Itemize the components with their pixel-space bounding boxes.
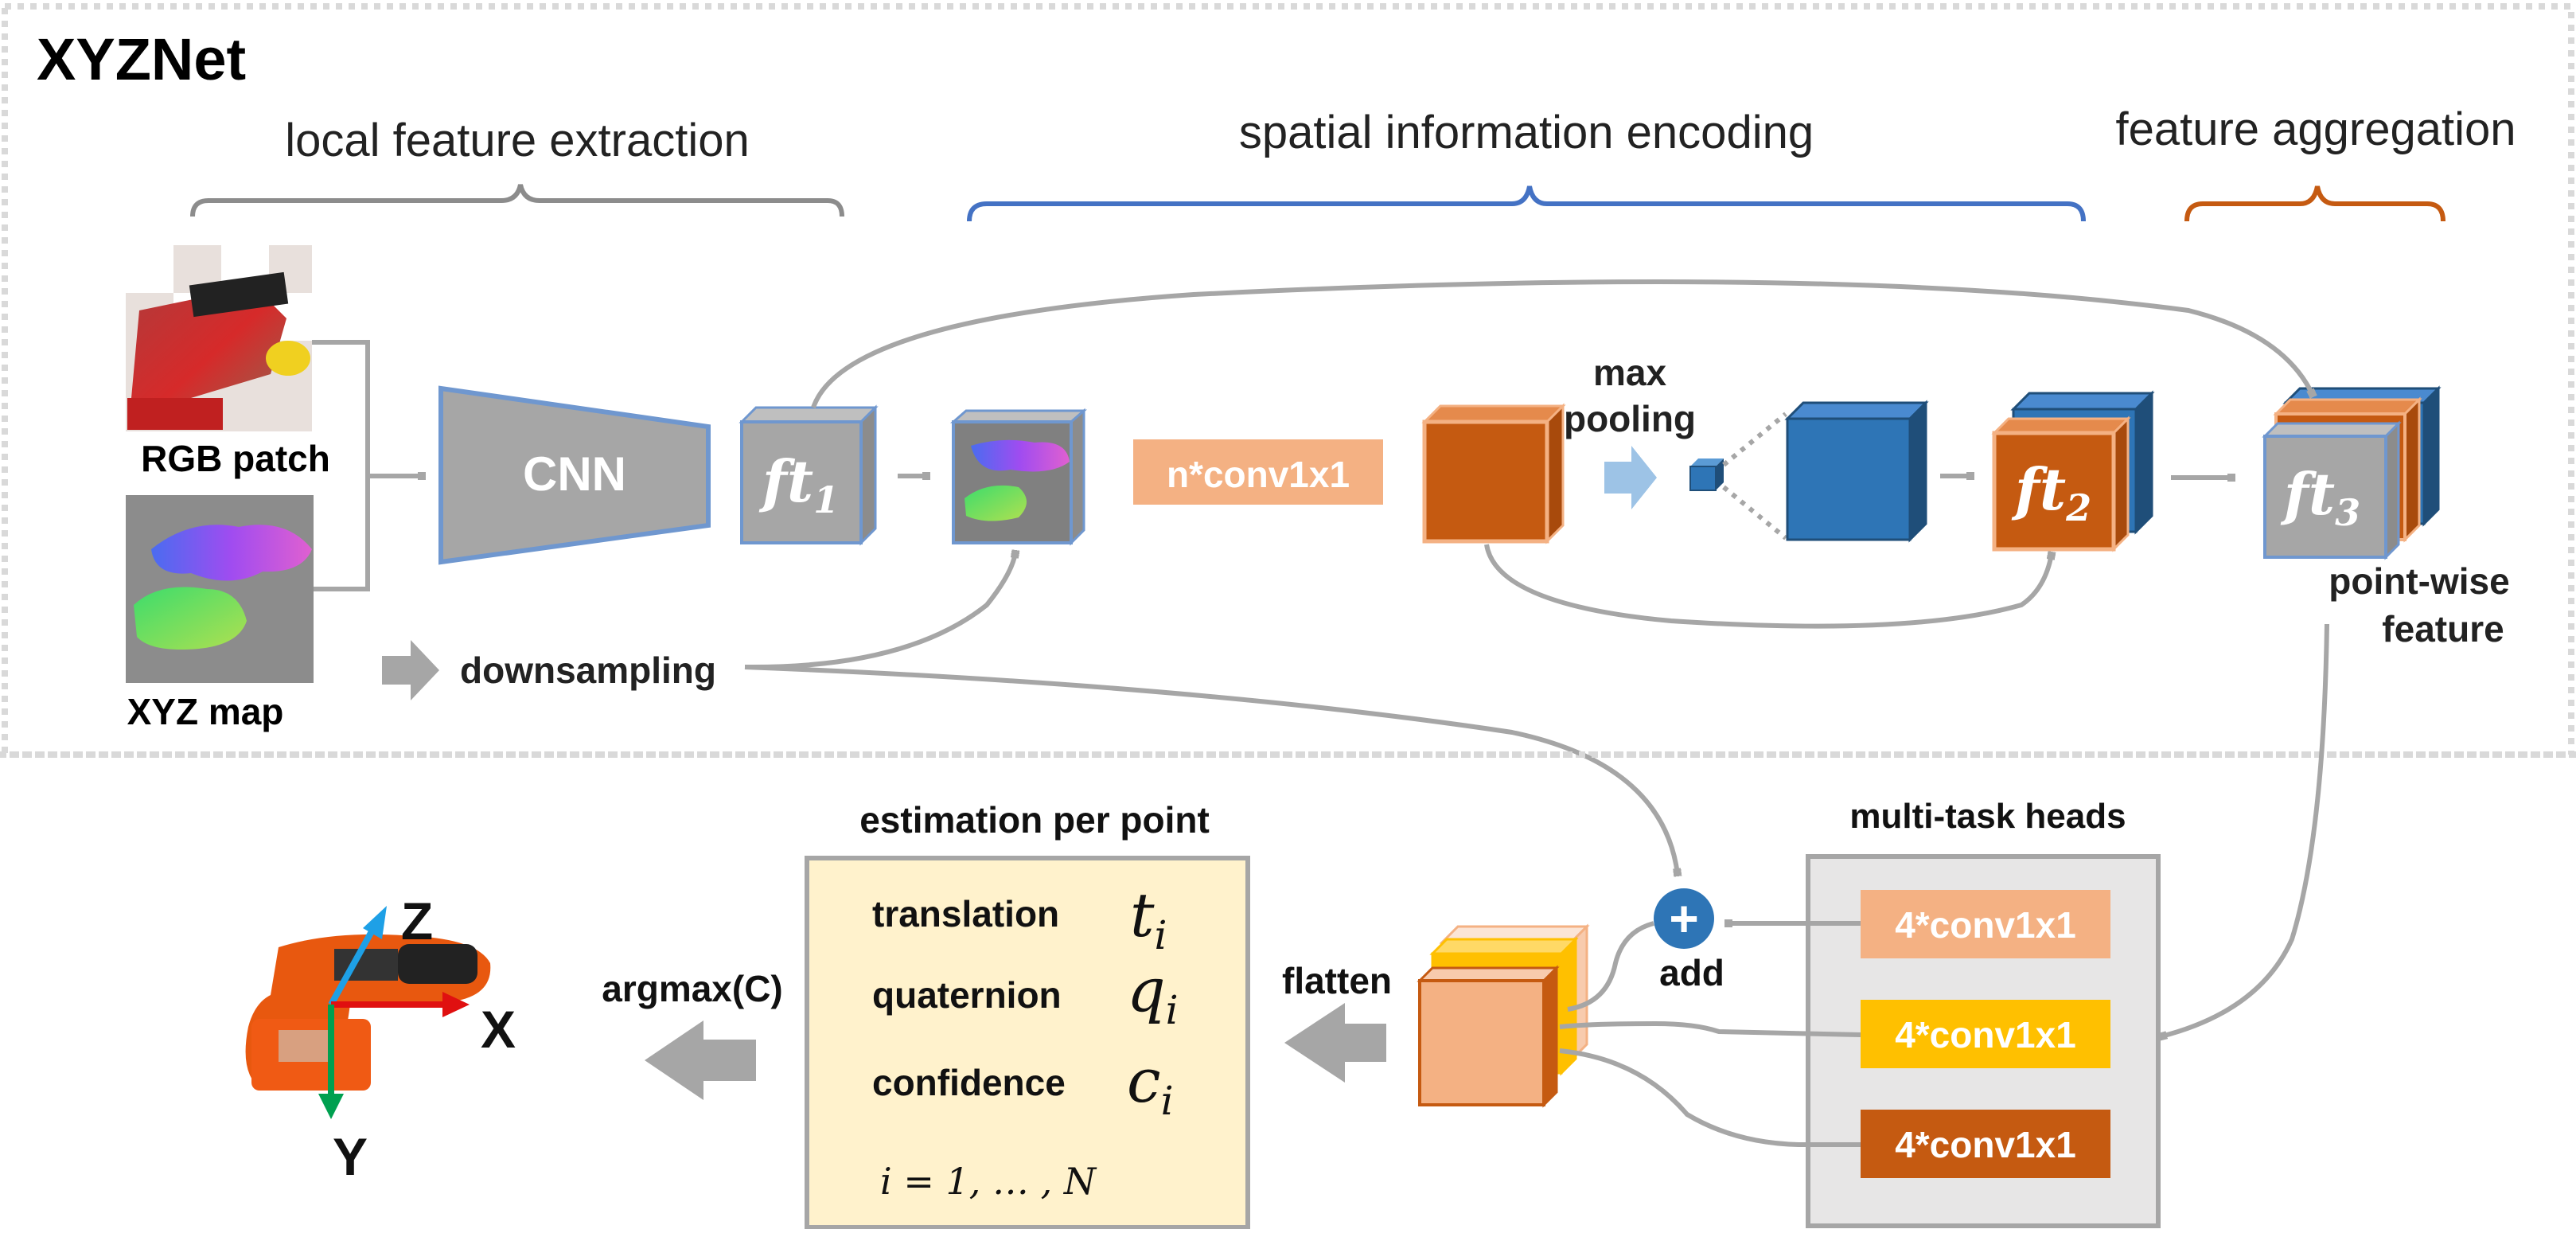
nconv-label: n*conv1x1 [1167, 454, 1350, 495]
arrow-downsampling-to-concat [744, 552, 1015, 670]
axis-z-label: Z [401, 892, 433, 950]
axis-z-arrowhead [363, 906, 387, 939]
nconv-block [1133, 439, 1383, 505]
section-label-local: local feature extraction [285, 115, 750, 166]
ft2-label-sub: 2 [2065, 486, 2091, 529]
ft1-label-base: ft [758, 447, 813, 515]
pointwise-label-line2: feature [2382, 608, 2504, 650]
translation-symbol-sub: i [1155, 912, 1167, 958]
brace-aggregation [2184, 185, 2445, 222]
drill-object [245, 934, 491, 1091]
concat-feature-cube [950, 408, 1087, 546]
translation-symbol-base: t [1130, 880, 1155, 950]
flatten-arrow [1284, 1003, 1386, 1083]
axis-x-label: X [481, 1000, 516, 1059]
arrow-add-to-output [1567, 921, 1654, 1012]
flatten-label: flatten [1282, 960, 1392, 1001]
ft3-label-base: ft [2280, 460, 2335, 528]
quaternion-symbol: qi [1127, 954, 1179, 1033]
brace-spatial [967, 185, 2086, 222]
dotted-expand-bottom [1722, 485, 1787, 540]
add-plus-icon: + [1669, 890, 1698, 947]
pointwise-label-line1: point-wise [2329, 560, 2509, 602]
arrow-downsampling-to-add [744, 665, 1678, 874]
translation-label: translation [872, 893, 1059, 935]
head-quaternion-label: 4*conv1x1 [1895, 1014, 2076, 1055]
heads-title: multi-task heads [1849, 797, 2126, 836]
add-operator [1654, 888, 1714, 949]
cnn-label: CNN [523, 447, 626, 501]
axis-y-arrowhead [318, 1094, 344, 1119]
axis-x-arrowhead [442, 992, 470, 1017]
xyz-map-image [126, 495, 314, 683]
downsampling-label: downsampling [460, 650, 716, 691]
axis-z-line [328, 917, 382, 1006]
skip-ft1-to-ft3 [811, 279, 2313, 408]
confidence-symbol-base: c [1127, 1045, 1161, 1116]
diagram-title: XYZNet [37, 26, 246, 92]
add-label: add [1659, 952, 1724, 993]
global-feature-cube [1784, 400, 1929, 543]
head-translation [1861, 890, 2110, 958]
section-label-spatial: spatial information encoding [1239, 107, 1814, 158]
downsampling-arrow [382, 640, 439, 700]
section-label-aggregation: feature aggregation [2115, 103, 2516, 155]
rgb-patch-image [126, 245, 312, 431]
max-pooling-label-line1: max [1593, 352, 1666, 393]
argmax-arrow [645, 1020, 756, 1100]
confidence-label: confidence [872, 1062, 1066, 1103]
translation-symbol: ti [1130, 880, 1167, 958]
input-merge-bracket [312, 340, 370, 591]
ft3-label: ft3 [2280, 460, 2360, 534]
cnn-block [438, 385, 711, 565]
index-range: i = 1, … , N [880, 1160, 1097, 1203]
axis-y-label: Y [333, 1127, 368, 1186]
arrow-head2-to-output [1559, 1020, 1861, 1037]
head-confidence [1861, 1110, 2110, 1178]
quaternion-symbol-base: q [1127, 954, 1166, 1025]
estimation-title: estimation per point [859, 799, 1210, 841]
ft1-cube [739, 404, 879, 546]
quaternion-symbol-sub: i [1166, 987, 1179, 1033]
ft1-label: ft1 [758, 447, 839, 521]
ft3-stack [2262, 385, 2442, 560]
argmax-label: argmax(C) [602, 968, 783, 1009]
ft1-label-sub: 1 [813, 478, 839, 521]
confidence-symbol-sub: i [1161, 1078, 1174, 1124]
pooled-tiny-cube [1689, 458, 1724, 491]
ft2-stack [1991, 390, 2155, 552]
ft2-label-base: ft [2011, 455, 2066, 523]
xyz-map-label: XYZ map [127, 691, 284, 732]
dotted-expand-top [1722, 412, 1787, 467]
head-quaternion [1861, 1000, 2110, 1068]
skip-orange-to-ft2 [1484, 544, 2052, 629]
confidence-symbol: ci [1127, 1045, 1174, 1124]
max-pooling-arrow [1604, 446, 1657, 509]
orange-feature-cube [1421, 403, 1566, 544]
ft3-label-sub: 3 [2335, 491, 2360, 534]
arrow-head3-to-output [1559, 1048, 1861, 1147]
estimation-panel [805, 856, 1250, 1230]
max-pooling-label-line2: pooling [1564, 398, 1696, 439]
head-translation-label: 4*conv1x1 [1895, 904, 2076, 946]
head-confidence-label: 4*conv1x1 [1895, 1124, 2076, 1165]
arrow-ft3-to-heads [2161, 623, 2329, 1036]
quaternion-label: quaternion [872, 974, 1062, 1016]
output-feature-stack [1417, 923, 1590, 1108]
brace-local [190, 184, 844, 217]
ft2-label: ft2 [2011, 455, 2091, 529]
rgb-patch-label: RGB patch [141, 438, 330, 479]
